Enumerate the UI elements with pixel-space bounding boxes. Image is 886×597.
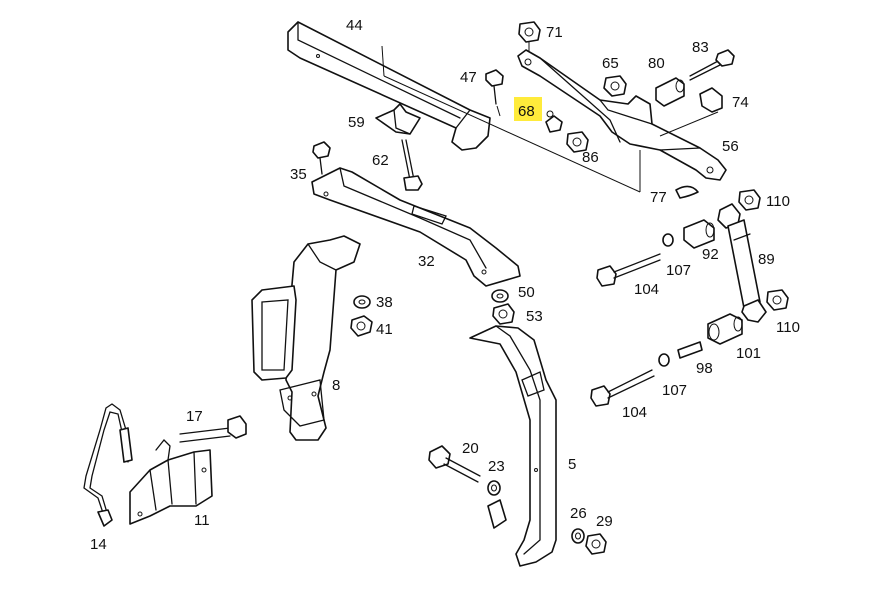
label-107-top: 107 bbox=[666, 262, 691, 279]
part-14-hook[interactable] bbox=[83, 403, 133, 527]
label-53: 53 bbox=[526, 308, 543, 325]
label-35: 35 bbox=[290, 166, 307, 183]
label-110-top: 110 bbox=[766, 193, 790, 210]
label-38: 38 bbox=[376, 294, 393, 311]
part-107-washer-bottom[interactable] bbox=[658, 353, 670, 367]
leader-47 bbox=[496, 105, 501, 117]
part-35-bolt[interactable] bbox=[312, 141, 331, 175]
label-89: 89 bbox=[758, 251, 775, 268]
part-47-bolt[interactable] bbox=[485, 69, 504, 105]
part-110-nut-top[interactable] bbox=[738, 189, 761, 211]
part-23-washer[interactable] bbox=[487, 480, 501, 496]
label-29: 29 bbox=[596, 513, 613, 530]
part-17-bolt[interactable] bbox=[179, 415, 247, 443]
part-26-washer[interactable] bbox=[571, 528, 585, 544]
label-56: 56 bbox=[722, 138, 739, 155]
label-68: 68 bbox=[518, 103, 535, 120]
part-32-frame-rail[interactable] bbox=[311, 167, 521, 287]
label-50: 50 bbox=[518, 284, 535, 301]
highlight-marker bbox=[514, 97, 542, 121]
part-11-plate[interactable] bbox=[129, 439, 213, 525]
part-29-nut[interactable] bbox=[585, 533, 607, 555]
label-74: 74 bbox=[732, 94, 749, 111]
part-98-sleeve[interactable] bbox=[677, 341, 703, 359]
part-83-bolt[interactable] bbox=[689, 49, 735, 81]
label-32: 32 bbox=[418, 253, 435, 270]
part-68-bushing[interactable] bbox=[545, 110, 563, 133]
part-20-bolt[interactable] bbox=[428, 445, 481, 483]
label-11: 11 bbox=[194, 512, 210, 529]
label-17: 17 bbox=[186, 408, 203, 425]
part-59-bracket[interactable] bbox=[375, 103, 421, 135]
label-80: 80 bbox=[648, 55, 665, 72]
part-101-bushing[interactable] bbox=[707, 313, 743, 345]
label-23: 23 bbox=[488, 458, 505, 475]
part-50-washer[interactable] bbox=[491, 289, 509, 303]
label-44: 44 bbox=[346, 17, 363, 34]
part-89-shock[interactable] bbox=[717, 203, 767, 323]
part-71-nut[interactable] bbox=[518, 21, 541, 43]
label-5: 5 bbox=[568, 456, 576, 473]
part-107-washer-top[interactable] bbox=[662, 233, 674, 247]
part-74-bushing[interactable] bbox=[699, 87, 723, 113]
leader-56-line bbox=[383, 75, 641, 193]
label-77: 77 bbox=[650, 189, 667, 206]
label-41: 41 bbox=[376, 321, 393, 338]
label-110-bottom: 110 bbox=[776, 319, 800, 336]
label-20: 20 bbox=[462, 440, 479, 457]
label-62: 62 bbox=[372, 152, 389, 169]
part-104-bolt-top[interactable] bbox=[596, 253, 661, 287]
label-47: 47 bbox=[460, 69, 477, 86]
part-92-bushing[interactable] bbox=[683, 219, 715, 249]
part-8-bracket[interactable] bbox=[251, 235, 361, 441]
label-104-bottom: 104 bbox=[622, 404, 647, 421]
part-80-sleeve[interactable] bbox=[655, 77, 685, 107]
part-65-nut[interactable] bbox=[603, 75, 627, 97]
label-8: 8 bbox=[332, 377, 340, 394]
part-56-bracket[interactable] bbox=[517, 49, 727, 181]
part-53-nut[interactable] bbox=[492, 303, 515, 325]
part-5-arm[interactable] bbox=[469, 325, 557, 567]
part-77-clip[interactable] bbox=[675, 185, 699, 199]
label-104-top: 104 bbox=[634, 281, 659, 298]
part-86-nut[interactable] bbox=[566, 131, 589, 153]
part-110-nut-bottom[interactable] bbox=[766, 289, 789, 311]
label-14: 14 bbox=[90, 536, 107, 553]
label-83: 83 bbox=[692, 39, 709, 56]
label-26: 26 bbox=[570, 505, 587, 522]
label-86: 86 bbox=[582, 149, 599, 166]
part-38-washer[interactable] bbox=[353, 295, 371, 309]
label-101: 101 bbox=[736, 345, 761, 362]
part-104-bolt-bottom[interactable] bbox=[590, 369, 655, 407]
part-41-nut[interactable] bbox=[350, 315, 373, 337]
leader-44 bbox=[381, 45, 385, 77]
leader-74 bbox=[659, 111, 719, 137]
part-44-crossmember[interactable] bbox=[287, 21, 491, 151]
label-65: 65 bbox=[602, 55, 619, 72]
label-59: 59 bbox=[348, 114, 365, 131]
label-98: 98 bbox=[696, 360, 713, 377]
label-107-bottom: 107 bbox=[662, 382, 687, 399]
label-71: 71 bbox=[546, 24, 563, 41]
label-92: 92 bbox=[702, 246, 719, 263]
part-62-stud[interactable] bbox=[401, 139, 423, 191]
